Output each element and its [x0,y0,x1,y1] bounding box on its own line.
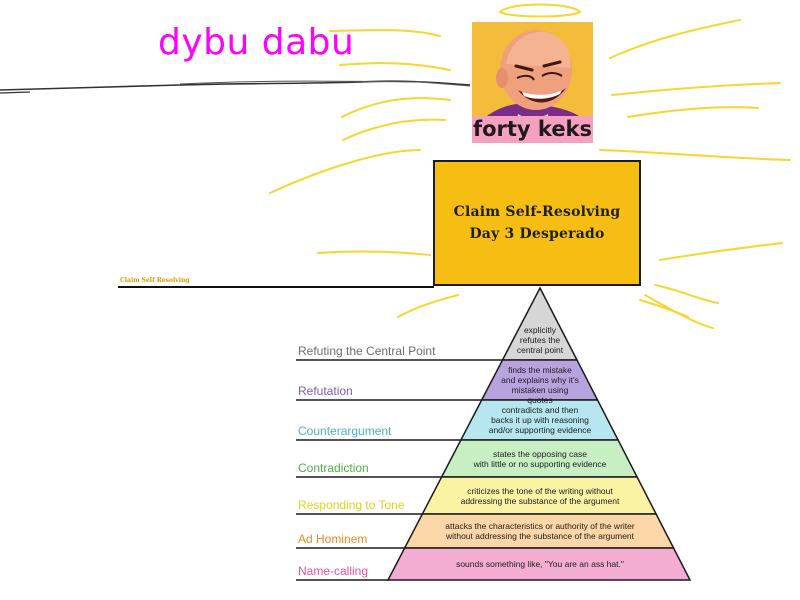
level-label: Responding to Tone [298,498,405,512]
sun-ray [627,106,759,118]
tier-description-line: criticizes the tone of the writing witho… [467,485,613,496]
tier-description-line: mistaken using quotes [511,385,569,405]
horizon-short [0,91,31,94]
tier-description-line: central point [516,345,564,355]
horizon-scribble [0,80,471,91]
tier-description: criticizes the tone of the writing witho… [439,486,642,506]
tier-description-line: backs it up with reasoning [491,415,589,425]
sun-ray [659,242,783,261]
sun-ray [639,299,689,318]
tier-description-line: sounds something like, "You are an ass h… [456,559,624,569]
meme-label: forty keks [472,116,593,143]
sun-ray [317,250,431,256]
sun-ray [611,82,781,96]
level-label: Contradiction [298,461,369,475]
sun-ray [599,149,791,161]
title-line-2: Day 3 Desperado [469,226,605,242]
sun-ray [342,118,446,141]
pyramid-tier [386,547,692,581]
tier-description-line: and/or supporting evidence [488,425,592,435]
sun-ray [269,149,421,194]
sun-ray [499,3,582,18]
sun-ray [339,62,451,71]
sun-ray [644,294,714,329]
sun-ray [654,284,719,304]
level-label: Counterargument [298,424,392,438]
caption-text: dybu dabu [158,22,355,63]
tier-description-line: addressing the substance of the argument [460,495,620,506]
tier-description-line: explicitly [523,325,557,335]
tier-description-line: contradicts and then [501,405,579,415]
tier-description-line: attacks the characteristics or authority… [445,521,635,531]
tier-description-line: states the opposing case [492,448,588,459]
level-label: Refuting the Central Point [298,344,436,358]
tier-description-line: and explains why it's [501,375,579,385]
sunburst-rays [269,3,791,329]
sun-ray [397,294,459,318]
title-line-1: Claim Self-Resolving [453,204,621,220]
tier-description-line: finds the mistake [508,365,572,375]
tier-description-line: without addressing the substance of the … [445,531,635,541]
level-label: Ad Hominem [298,532,368,546]
title-box: Claim Self-Resolving Day 3 Desperado [433,160,641,286]
tier-description-line: refutes the [519,335,561,345]
horizon-scribble [179,80,471,87]
sun-ray [341,97,451,118]
left-small-caption: Claim Self Resolving [120,277,190,284]
level-label: Name-calling [298,564,369,578]
tier-description: sounds something like, "You are an ass h… [403,559,676,569]
level-label: Refutation [298,384,353,398]
tier-description-line: with little or no supporting evidence [473,458,607,469]
tier-description: attacks the characteristics or authority… [420,521,659,541]
sun-ray [329,29,441,37]
argument-pyramid [296,286,692,581]
sun-ray [609,19,741,59]
